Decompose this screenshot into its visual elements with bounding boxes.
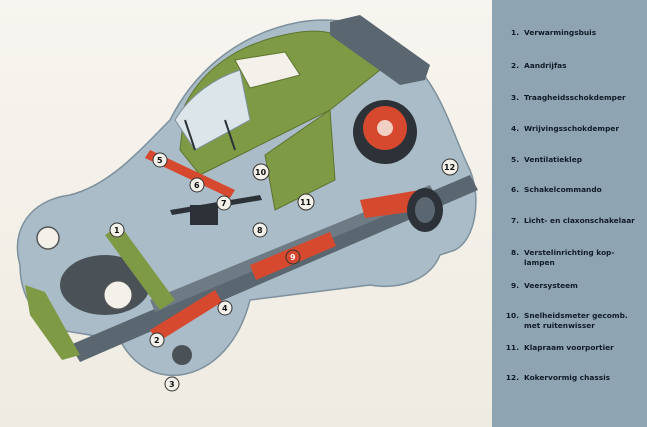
callout-12: 12 <box>441 158 459 176</box>
fan-disc <box>103 280 133 310</box>
legend-label: Licht- en claxonschakelaar <box>524 216 635 225</box>
legend-item-9: 9. Veersysteem <box>502 281 642 291</box>
legend-number: 10. <box>505 311 519 320</box>
legend-number: 8. <box>511 248 519 257</box>
callout-7: 7 <box>216 195 232 211</box>
legend-label: Verwarmingsbuis <box>524 28 597 37</box>
legend-label: Ventilatieklep <box>524 155 583 164</box>
legend-number: 5. <box>511 155 519 164</box>
legend-number: 1. <box>511 28 519 37</box>
roof-interior <box>179 30 381 176</box>
callout-3: 3 <box>164 376 180 392</box>
battery <box>190 205 218 225</box>
legend-number: 12. <box>505 373 519 382</box>
legend-label: Snelheidsmeter gecomb. met ruitenwisser <box>524 311 628 330</box>
ventilation-strip <box>145 150 235 198</box>
callout-4-label: 4 <box>222 304 228 313</box>
legend-number: 9. <box>511 281 519 290</box>
legend-label: Veersysteem <box>524 281 578 290</box>
legend-item-10: 10. Snelheidsmeter gecomb. met ruitenwis… <box>502 311 642 330</box>
wiper-right <box>224 119 236 151</box>
legend-number: 2. <box>511 61 519 70</box>
headlamp <box>36 226 60 250</box>
legend-number: 3. <box>511 93 519 102</box>
legend-label: Klapraam voorportier <box>524 343 614 352</box>
callout-6-label: 6 <box>194 181 200 190</box>
callout-9-label: 9 <box>290 253 296 262</box>
callout-1-label: 1 <box>114 226 120 235</box>
callout-9: 9 <box>285 249 301 265</box>
callout-5-label: 5 <box>157 156 163 165</box>
rear-hub-inner <box>415 197 435 223</box>
callout-2: 2 <box>149 332 165 348</box>
callout-1: 1 <box>109 222 125 238</box>
callout-8-label: 8 <box>257 226 263 235</box>
door-interior <box>264 109 336 211</box>
legend-item-7: 7. Licht- en claxonschakelaar <box>502 216 642 226</box>
callout-4: 4 <box>217 300 233 316</box>
callout-5: 5 <box>152 152 168 168</box>
callout-11-label: 11 <box>300 198 312 207</box>
callout-7-label: 7 <box>221 199 227 208</box>
legend-item-12: 12. Kokervormig chassis <box>502 373 642 383</box>
car-cutaway-illustration: 1 2 3 4 5 6 7 8 <box>0 0 492 427</box>
front-wheel-hub <box>172 345 192 365</box>
callout-10: 10 <box>252 163 270 181</box>
callout-2-label: 2 <box>154 336 160 345</box>
wiper-left <box>184 119 196 151</box>
car-cutaway-drawing: 1 2 3 4 5 6 7 8 <box>16 15 478 392</box>
callout-12-label: 12 <box>444 163 455 172</box>
legend-item-4: 4. Wrijvingsschokdemper <box>502 124 642 134</box>
heater-pipe <box>105 225 175 310</box>
callout-6: 6 <box>189 177 205 193</box>
legend-item-3: 3. Traagheidsschokdemper <box>502 93 642 103</box>
legend-label: Aandrijfas <box>524 61 567 70</box>
spare-wheel-hub <box>377 120 393 136</box>
legend-number: 11. <box>505 343 519 352</box>
front-bumper <box>25 285 80 360</box>
sunroof-opening <box>234 51 301 89</box>
callout-11: 11 <box>297 193 315 211</box>
legend-item-8: 8. Verstelinrichting kop- lampen <box>502 248 642 267</box>
legend-item-6: 6. Schakelcommando <box>502 185 642 195</box>
legend-label: Traagheidsschokdemper <box>524 93 626 102</box>
legend-item-11: 11. Klapraam voorportier <box>502 343 642 353</box>
legend-panel: 1. Verwarmingsbuis 2. Aandrijfas 3. Traa… <box>492 0 647 427</box>
windshield <box>174 69 251 151</box>
legend-number: 4. <box>511 124 519 133</box>
roof-rail <box>330 15 430 85</box>
legend-number: 6. <box>511 185 519 194</box>
legend-label: Schakelcommando <box>524 185 602 194</box>
front-suspension-arm <box>150 290 222 342</box>
legend-item-2: 2. Aandrijfas <box>502 61 642 71</box>
legend-label: Verstelinrichting kop- lampen <box>524 248 615 267</box>
callout-10-label: 10 <box>255 168 267 177</box>
legend-label: Wrijvingsschokdemper <box>524 124 620 133</box>
legend-number: 7. <box>511 216 519 225</box>
callout-3-label: 3 <box>169 380 175 389</box>
callout-8: 8 <box>252 222 268 238</box>
legend-item-5: 5. Ventilatieklep <box>502 155 642 165</box>
legend-item-1: 1. Verwarmingsbuis <box>502 28 642 38</box>
legend-label: Kokervormig chassis <box>524 373 611 382</box>
